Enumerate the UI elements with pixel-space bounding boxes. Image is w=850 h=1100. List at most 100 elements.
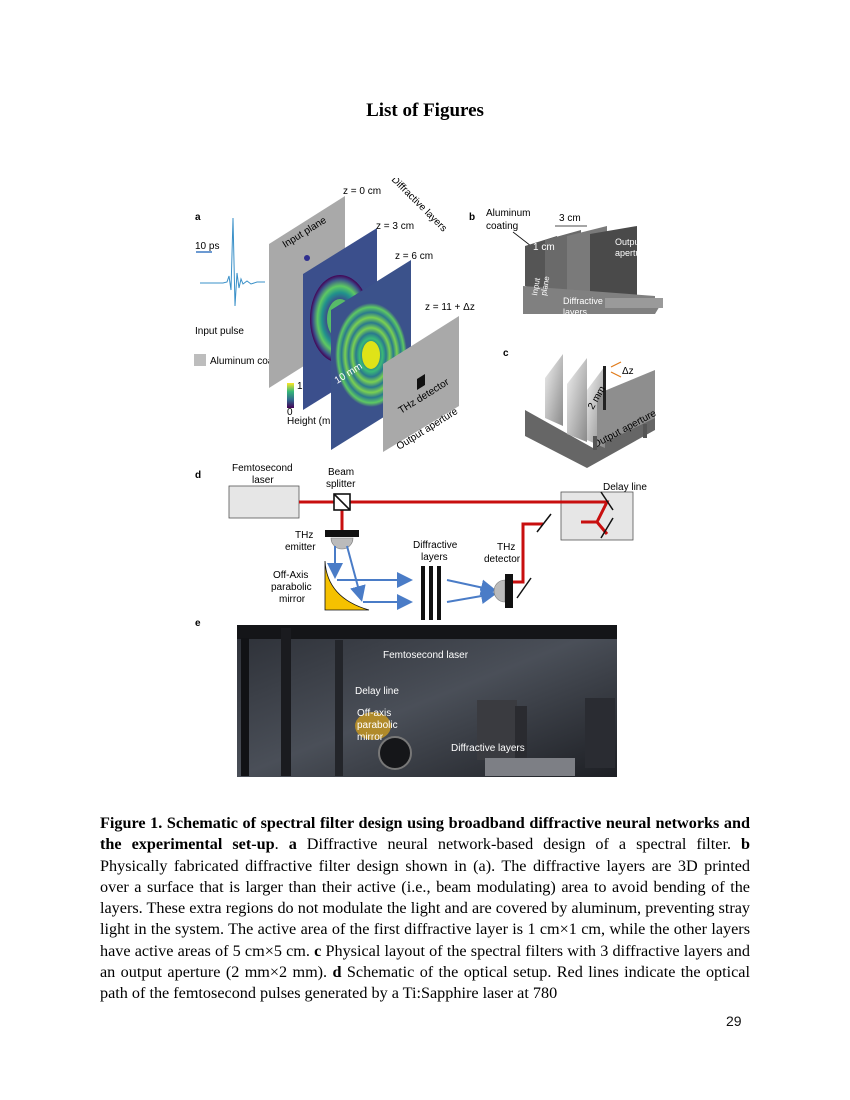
- caption-text-3: Physically fabricated diffractive filter…: [100, 856, 750, 960]
- aperture-label: aperture: [615, 248, 649, 258]
- colorbar-max: 1: [297, 381, 303, 392]
- caption-text-2: Diffractive neural network-based design …: [296, 835, 741, 854]
- dim-3cm-label: 3 cm: [559, 213, 581, 224]
- photo-diffractive-label: Diffractive layers: [451, 743, 525, 754]
- thz-emitter: [325, 530, 359, 537]
- page-title: List of Figures: [366, 100, 484, 121]
- thz-beam-6: [446, 588, 497, 604]
- figure-caption: Figure 1. Schematic of spectral filter d…: [100, 813, 750, 1005]
- z6-label: z = 6 cm: [395, 251, 433, 262]
- caption-text-5: Schematic of the optical setup. Red line…: [100, 963, 750, 1003]
- caption-label: Figure 1. Schematic of spectral filter d…: [100, 814, 750, 854]
- z3-label: z = 3 cm: [376, 221, 414, 232]
- photo-rail-top: [237, 625, 617, 639]
- dim-1cm-label: 1 cm: [533, 242, 555, 253]
- femto-label-2: laser: [252, 475, 274, 486]
- off-axis-parabolic-mirror: [324, 560, 370, 611]
- panel-e: e Femtosecond laser Delay line Off-axis …: [195, 618, 617, 777]
- panel-d: d Femtosecond laser Beam splitter Delay …: [195, 463, 647, 620]
- output-label: Output: [615, 237, 643, 247]
- photo-oap-mirror: [355, 712, 391, 740]
- holder-peg-2: [643, 424, 647, 438]
- input-aperture: [304, 255, 310, 261]
- layer-2-center: [362, 341, 380, 369]
- laser-path-main: [299, 500, 610, 535]
- colorbar-label: Height (mm): [287, 416, 342, 427]
- photo-oap-label-2: parabolic: [357, 720, 398, 731]
- panel-c-letter: c: [503, 348, 509, 359]
- thz-beam-5: [446, 579, 497, 596]
- caption-text-4: Physical layout of the spectral filters …: [100, 941, 750, 982]
- panel-b-letter: b: [469, 212, 475, 223]
- delay-line-label: Delay line: [603, 482, 647, 493]
- photo-right-mount: [585, 698, 615, 768]
- oap-label-3: mirror: [279, 594, 306, 605]
- fabricated-rail: [605, 298, 663, 308]
- layer-plate-2: [567, 358, 587, 442]
- output-aperture-block: [597, 370, 655, 446]
- photo-post-2: [335, 640, 343, 776]
- output-aperture-hole: [417, 374, 425, 390]
- photo-delay-label: Delay line: [355, 686, 399, 697]
- caption-panel-c: c: [314, 941, 322, 960]
- photo-oap-label-1: Off-axis: [357, 708, 391, 719]
- z11-label: z = 11 + Δz: [425, 302, 475, 313]
- holder-peg-1: [593, 436, 597, 450]
- panel-a: a 10 ps Input pulse Aluminum coating 1 0…: [194, 178, 475, 453]
- photo-diffractive: [477, 700, 517, 760]
- coating-pointer: [512, 231, 532, 247]
- beam-splitter-label-2: splitter: [326, 479, 356, 490]
- colorbar: [287, 383, 294, 408]
- thz-detector: [505, 574, 513, 608]
- legend-coating-label: Aluminum coating: [210, 356, 289, 367]
- input-pulse-label: Input pulse: [195, 326, 244, 337]
- photo-mount: [378, 736, 412, 770]
- thz-detector-d-label-1: THz: [497, 542, 515, 553]
- fab-layers-label: layers: [563, 307, 588, 317]
- femtosecond-laser: [228, 485, 300, 519]
- photo-femto-label: Femtosecond laser: [383, 650, 469, 661]
- oap-label-1: Off-Axis: [273, 570, 308, 581]
- fabricated-output: [590, 226, 637, 308]
- delay-mirror-2: [600, 517, 614, 539]
- thz-detector-d-label-2: detector: [484, 554, 521, 565]
- layer-plate-1: [545, 354, 563, 426]
- d-layer-2: [429, 566, 433, 620]
- delay-mirror-1: [600, 491, 614, 511]
- fab-input-label: Input: [530, 276, 542, 296]
- panel-c: c Δz 2 mm Output aperture: [503, 348, 659, 468]
- photo-stage: [485, 758, 575, 776]
- thz-detector-lens: [493, 579, 506, 603]
- dz-label: Δz: [622, 366, 634, 377]
- photo-oap-label-3: mirror: [357, 732, 384, 743]
- d-layer-3: [437, 566, 441, 620]
- caption-panel-a: a: [288, 835, 297, 854]
- coating-label: coating: [486, 221, 518, 232]
- beam-splitter-label-1: Beam: [328, 467, 354, 478]
- d-layer-1: [421, 566, 425, 620]
- z0-label: z = 0 cm: [343, 186, 381, 197]
- aperture-slit: [603, 366, 606, 410]
- fab-plane-label: plane: [539, 275, 551, 296]
- thz-beam-2: [346, 545, 366, 602]
- scale-bar-label: 10 ps: [195, 241, 219, 252]
- caption-text-1: .: [274, 835, 289, 854]
- thz-emitter-label-1: THz: [295, 530, 313, 541]
- dz-arrow-2: [610, 371, 622, 378]
- dz-arrow-1: [610, 361, 622, 368]
- oap-label-2: parabolic: [271, 582, 312, 593]
- input-pulse-waveform: [200, 217, 265, 307]
- legend-swatch: [194, 354, 206, 366]
- path-mirror-2: [516, 577, 532, 599]
- thz-emitter-label-2: emitter: [285, 542, 316, 553]
- panel-a-letter: a: [195, 212, 201, 223]
- femto-label-1: Femtosecond: [232, 463, 293, 474]
- d-diffractive-label-1: Diffractive: [413, 540, 458, 551]
- caption-panel-d: d: [332, 963, 342, 982]
- colorbar-min: 0: [287, 407, 293, 418]
- photo-post-1: [281, 628, 291, 776]
- page-number: 29: [726, 1013, 742, 1029]
- aluminum-label: Aluminum: [486, 208, 530, 219]
- figure-1: a 10 ps Input pulse Aluminum coating 1 0…: [194, 178, 663, 777]
- panel-d-letter: d: [195, 470, 201, 481]
